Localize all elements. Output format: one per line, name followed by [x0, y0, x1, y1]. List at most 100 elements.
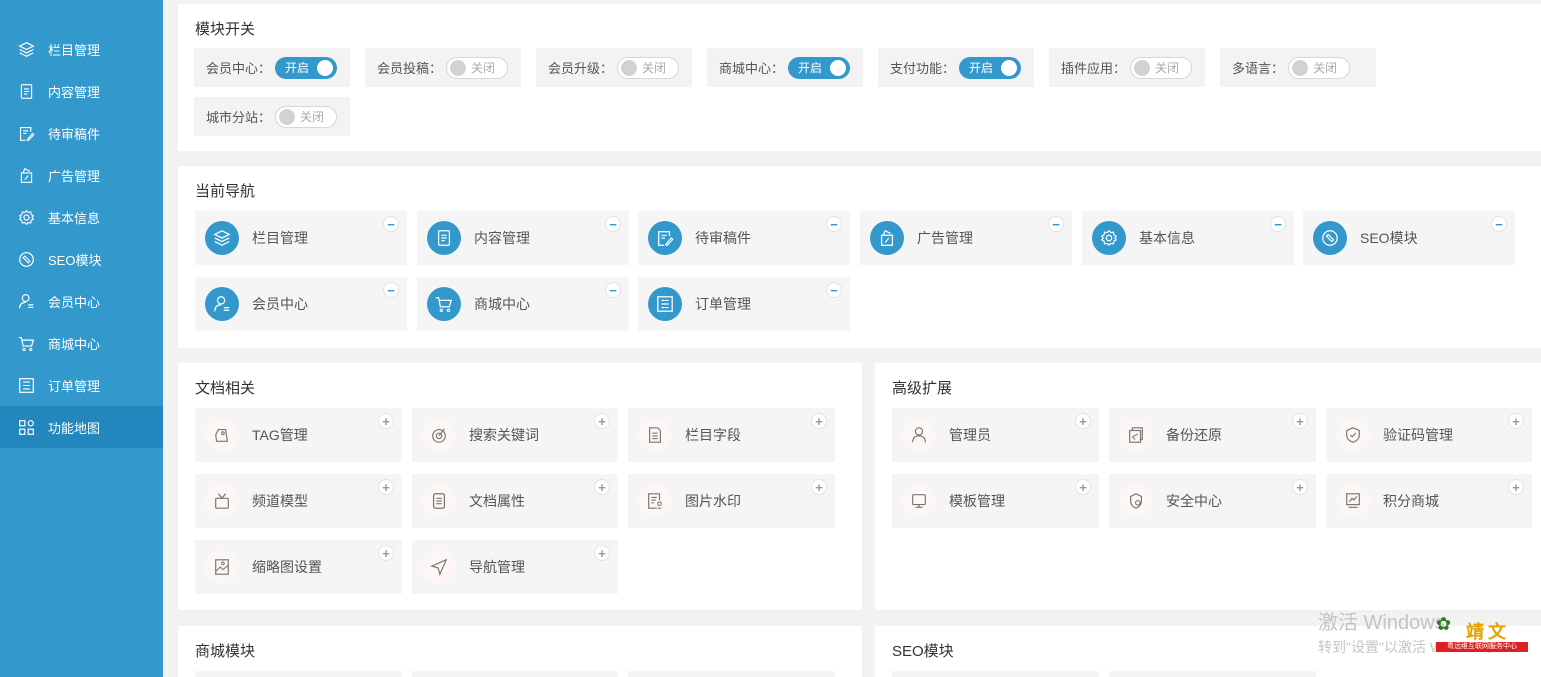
panel-title: 模块开关 — [195, 21, 256, 38]
nav-tile-pending-drafts[interactable]: 待审稿件− — [638, 211, 850, 265]
toggle-state: 开启 — [798, 61, 823, 75]
tile-label: 文档属性 — [469, 493, 525, 509]
sidebar-item-column-management[interactable]: 栏目管理 — [0, 28, 163, 70]
remove-icon[interactable]: − — [383, 282, 399, 298]
toggle-plugins[interactable]: 关闭 — [1130, 56, 1193, 79]
tile-doc-attributes[interactable]: 文档属性 + — [412, 474, 618, 528]
sidebar-item-member-center[interactable]: 会员中心 — [0, 280, 163, 322]
add-icon[interactable]: + — [1292, 413, 1308, 429]
document-icon — [18, 83, 35, 100]
remove-icon[interactable]: − — [826, 216, 842, 232]
nav-tile-content-management[interactable]: 内容管理− — [417, 211, 629, 265]
switch-city-substation: 城市分站： 关闭 — [194, 97, 350, 136]
tile-thumbnail-settings[interactable]: 缩略图设置+ — [195, 540, 402, 594]
add-icon[interactable]: + — [1292, 479, 1308, 495]
switch-label: 插件应用： — [1061, 61, 1127, 76]
toggle-payment[interactable]: 开启 — [959, 56, 1022, 79]
tile-navigation-management[interactable]: 导航管理+ — [412, 540, 618, 594]
nav-tile-ad-management[interactable]: 广告管理− — [860, 211, 1072, 265]
nav-tile-seo[interactable]: SEO模块− — [1303, 211, 1515, 265]
gear-icon — [18, 209, 35, 226]
nav-tile-member-center[interactable]: 会员中心− — [195, 277, 407, 331]
cart-icon — [18, 335, 35, 352]
remove-icon[interactable]: − — [605, 282, 621, 298]
sidebar-item-shop-center[interactable]: 商城中心 — [0, 322, 163, 364]
switch-multilanguage: 多语言： 关闭 — [1220, 48, 1376, 87]
shop-tile[interactable] — [195, 671, 402, 677]
tile-tag-management[interactable]: TAG管理+ — [195, 408, 402, 462]
panel-title: 商城模块 — [195, 643, 256, 660]
tile-backup-restore[interactable]: 备份还原+ — [1109, 408, 1316, 462]
add-icon[interactable]: + — [1508, 413, 1524, 429]
toggle-city-substation[interactable]: 关闭 — [275, 105, 338, 128]
sidebar-item-label: 栏目管理 — [48, 42, 101, 58]
sidebar-item-pending-drafts[interactable]: 待审稿件 — [0, 112, 163, 154]
toggle-knob — [1292, 59, 1309, 76]
tile-points-mall[interactable]: 积分商城+ — [1326, 474, 1532, 528]
add-icon[interactable]: + — [594, 413, 610, 429]
sidebar-item-function-map[interactable]: 功能地图 — [0, 406, 163, 448]
toggle-shop-center[interactable]: 开启 — [788, 56, 851, 79]
sidebar-item-order-management[interactable]: 订单管理 — [0, 364, 163, 406]
add-icon[interactable]: + — [1508, 479, 1524, 495]
nav-tile-order-management[interactable]: 订单管理− — [638, 277, 850, 331]
switch-label: 商城中心： — [719, 61, 785, 76]
seo-tile[interactable] — [1109, 671, 1316, 677]
gear-icon — [1092, 221, 1126, 255]
add-icon[interactable]: + — [811, 479, 827, 495]
add-icon[interactable]: + — [378, 479, 394, 495]
remove-icon[interactable]: − — [1491, 216, 1507, 232]
remove-icon[interactable]: − — [605, 216, 621, 232]
tile-label: 商城中心 — [474, 296, 530, 312]
tile-template-management[interactable]: 模板管理+ — [892, 474, 1099, 528]
tile-administrators[interactable]: 管理员+ — [892, 408, 1099, 462]
sidebar-item-seo[interactable]: SEO模块 — [0, 238, 163, 280]
panel-title: 高级扩展 — [892, 380, 953, 397]
logo-bar: 粤远维互联网服务中心 — [1436, 642, 1528, 652]
logo-text: 靖文 — [1466, 622, 1510, 642]
tile-search-keywords[interactable]: 搜索关键词+ — [412, 408, 618, 462]
shop-tile[interactable] — [628, 671, 835, 677]
watermark-line1: 激活 Windows — [1318, 612, 1445, 634]
toggle-state: 关闭 — [1155, 61, 1180, 75]
tile-channel-model[interactable]: 频道模型+ — [195, 474, 402, 528]
remove-icon[interactable]: − — [1048, 216, 1064, 232]
add-icon[interactable]: + — [594, 479, 610, 495]
toggle-knob — [830, 59, 847, 76]
add-icon[interactable]: + — [378, 545, 394, 561]
logo-mark-icon: ✿ — [1436, 614, 1452, 634]
sidebar-item-label: 基本信息 — [48, 210, 101, 226]
tile-security-center[interactable]: 安全中心+ — [1109, 474, 1316, 528]
tile-label: 图片水印 — [685, 493, 741, 509]
add-icon[interactable]: + — [594, 545, 610, 561]
remove-icon[interactable]: − — [826, 282, 842, 298]
toggle-member-center[interactable]: 开启 — [275, 56, 338, 79]
add-icon[interactable]: + — [811, 413, 827, 429]
add-icon[interactable]: + — [378, 413, 394, 429]
sidebar-item-content-management[interactable]: 内容管理 — [0, 70, 163, 112]
tile-image-watermark[interactable]: 图片水印 + — [628, 474, 835, 528]
remove-icon[interactable]: − — [1270, 216, 1286, 232]
switch-label: 会员中心： — [206, 61, 272, 76]
remove-icon[interactable]: − — [383, 216, 399, 232]
nav-tile-column-management[interactable]: 栏目管理− — [195, 211, 407, 265]
panel-title: 文档相关 — [195, 380, 256, 397]
toggle-knob — [279, 108, 296, 125]
toggle-member-upgrade[interactable]: 关闭 — [617, 56, 680, 79]
sidebar-item-label: 会员中心 — [48, 294, 101, 310]
tile-column-fields[interactable]: 栏目字段+ — [628, 408, 835, 462]
switch-label: 会员升级： — [548, 61, 614, 76]
nav-tile-shop-center[interactable]: 商城中心 − — [417, 277, 629, 331]
sidebar-item-basic-info[interactable]: 基本信息 — [0, 196, 163, 238]
toggle-member-submission[interactable]: 关闭 — [446, 56, 509, 79]
add-icon[interactable]: + — [1075, 479, 1091, 495]
sidebar-item-ad-management[interactable]: 广告管理 — [0, 154, 163, 196]
admin-icon — [902, 418, 936, 452]
nav-tile-basic-info[interactable]: 基本信息− — [1082, 211, 1294, 265]
shop-tile[interactable] — [412, 671, 618, 677]
navigation-icon — [422, 550, 456, 584]
toggle-multilanguage[interactable]: 关闭 — [1288, 56, 1351, 79]
add-icon[interactable]: + — [1075, 413, 1091, 429]
seo-tile[interactable] — [892, 671, 1099, 677]
tile-captcha-management[interactable]: 验证码管理+ — [1326, 408, 1532, 462]
